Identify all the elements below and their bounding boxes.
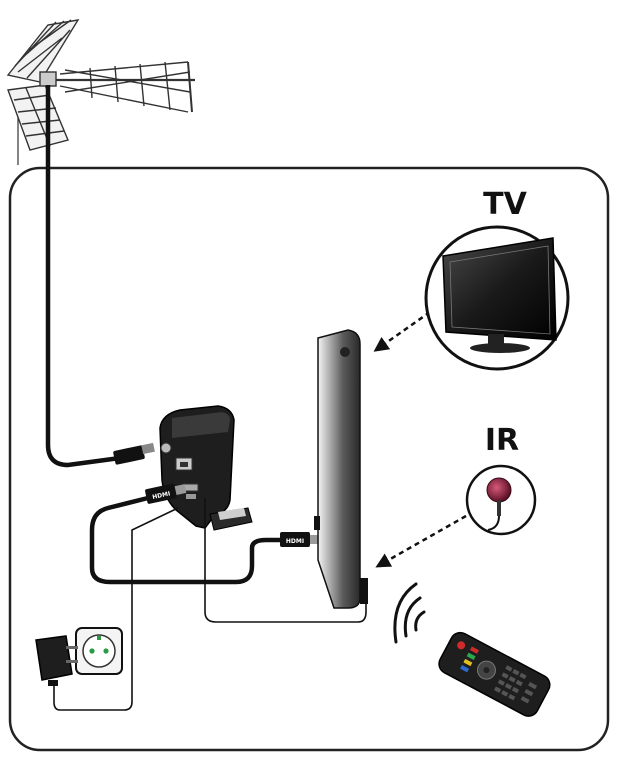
ir-cable — [204, 498, 367, 623]
hdmi-plug-tv-icon: HDMI — [280, 532, 320, 547]
antenna-icon — [6, 19, 195, 165]
tv-label: TV — [483, 187, 527, 222]
power-cable — [53, 507, 179, 711]
tv-side-view-icon — [314, 329, 368, 609]
tv-front-view-icon — [424, 225, 570, 371]
signal-waves-icon — [393, 582, 426, 644]
scart-plug-icon — [209, 507, 253, 531]
antenna-cable — [45, 85, 121, 468]
ir-arrow — [375, 514, 467, 568]
hdmi-plug-box-icon: HDMI — [145, 483, 187, 504]
antenna-plug-icon — [113, 442, 155, 465]
set-top-box-icon — [159, 405, 235, 529]
wall-socket-icon — [75, 627, 123, 675]
ir-label: IR — [485, 423, 519, 458]
ir-sensor-icon — [465, 464, 537, 536]
power-adapter-icon — [35, 635, 78, 686]
remote-control-icon — [438, 631, 551, 717]
frame-border — [8, 166, 610, 752]
hdmi-label-box: HDMI — [152, 490, 171, 501]
hdmi-label-tv: HDMI — [286, 538, 304, 545]
tv-arrow — [373, 310, 431, 352]
hdmi-cable — [89, 495, 284, 585]
